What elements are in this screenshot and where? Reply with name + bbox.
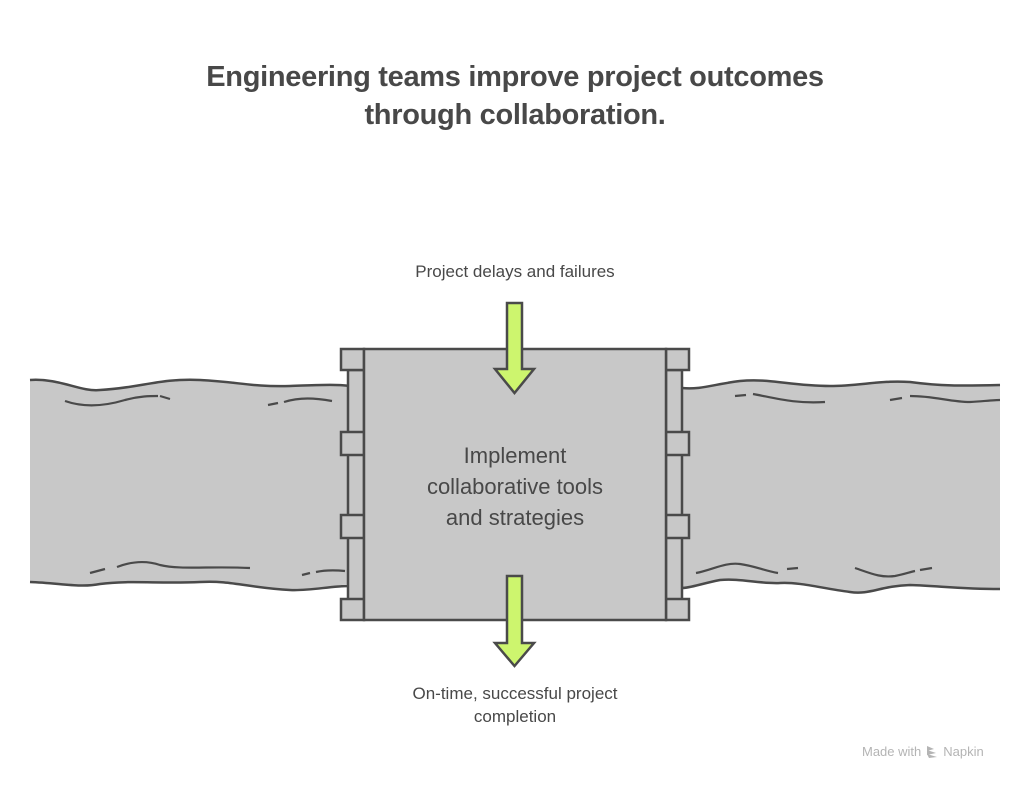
- output-arrow-icon: [492, 574, 537, 668]
- watermark-brand: Napkin: [943, 744, 984, 759]
- output-line-2: completion: [473, 707, 557, 726]
- process-line-1: Implement: [463, 443, 567, 468]
- diagram-title: Engineering teams improve project outcom…: [0, 58, 1030, 134]
- process-line-2: collaborative tools: [426, 474, 604, 499]
- process-line-3: and strategies: [445, 505, 585, 530]
- watermark-prefix: Made with: [862, 744, 922, 759]
- title-line-2: through collaboration.: [364, 99, 666, 131]
- left-river: [29, 378, 351, 592]
- process-label: Implement collaborative tools and strate…: [380, 440, 650, 533]
- output-line-1: On-time, successful project: [412, 684, 618, 703]
- right-river: [681, 379, 1001, 594]
- output-label: On-time, successful project completion: [330, 682, 700, 728]
- input-label: Project delays and failures: [415, 262, 615, 281]
- watermark: Made with Napkin: [862, 744, 984, 759]
- title-line-1: Engineering teams improve project outcom…: [206, 61, 824, 93]
- input-arrow-icon: [492, 301, 537, 395]
- napkin-logo-icon: [927, 745, 938, 758]
